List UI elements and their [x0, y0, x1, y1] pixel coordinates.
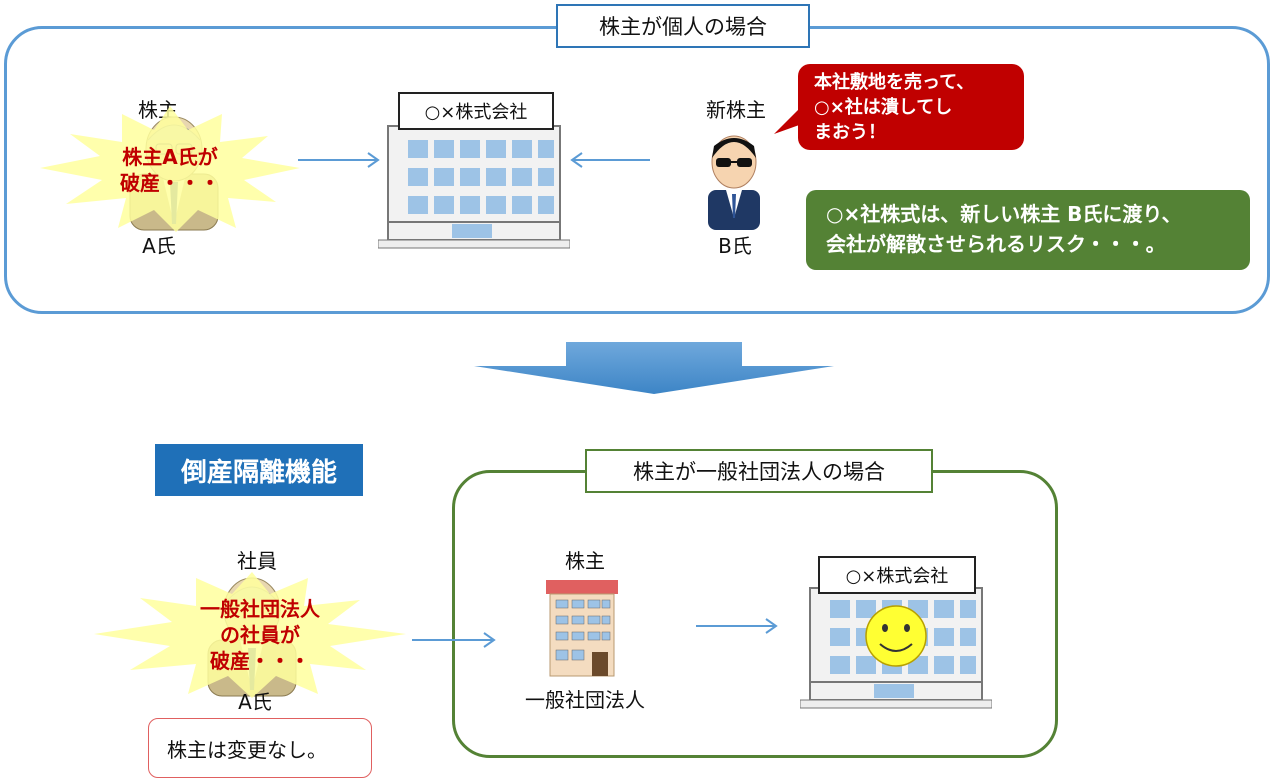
- speech-line-2: ○×社は潰してし: [814, 97, 953, 118]
- speech-tail: [774, 106, 802, 134]
- bankruptcy-burst: [40, 106, 300, 232]
- employee-bankrupt-line-1: 一般社団法人: [200, 597, 320, 621]
- employee-burst-shape: [94, 572, 406, 698]
- employee-bankruptcy-burst: [94, 572, 406, 698]
- risk-note-line-2: 会社が解散させられるリスク・・・。: [826, 232, 1166, 256]
- arrow-right-icon: [298, 152, 380, 168]
- company-name-label: ○×株式会社: [398, 92, 554, 130]
- down-arrow-icon: [474, 342, 834, 394]
- burst-shape: [40, 106, 300, 232]
- employee-bankrupt-line-2: の社員が: [220, 623, 300, 647]
- bankrupt-line-2: 破産・・・: [120, 171, 220, 195]
- speech-line-3: まおう！: [814, 122, 886, 143]
- speech-bubble: 本社敷地を売って、 ○×社は潰してし まおう！: [798, 64, 1024, 150]
- new-shareholder-label: 新株主: [706, 98, 766, 122]
- employee-bankrupt-line-3: 破産・・・: [210, 649, 310, 673]
- arrow-right-icon: [412, 632, 496, 648]
- association-case-title: 株主が一般社団法人の場合: [585, 449, 933, 493]
- association-shareholder-label: 株主: [565, 549, 605, 573]
- risk-note-line-1: ○×社株式は、新しい株主 B氏に渡り、: [826, 202, 1182, 226]
- speech-line-1: 本社敷地を売って、: [814, 72, 975, 93]
- unchanged-note: 株主は変更なし。: [148, 718, 372, 778]
- person-b-label: B氏: [718, 234, 752, 258]
- person-a-label: A氏: [142, 234, 176, 258]
- association-building-icon: [546, 580, 618, 677]
- employee-person-a-label: A氏: [238, 690, 272, 714]
- risk-note: ○×社株式は、新しい株主 B氏に渡り、 会社が解散させられるリスク・・・。: [806, 190, 1250, 270]
- association-label: 一般社団法人: [525, 688, 645, 712]
- person-b-figure: [708, 135, 760, 230]
- company-name-label: ○×株式会社: [818, 556, 976, 594]
- individual-case-title: 株主が個人の場合: [556, 4, 810, 48]
- bankrupt-line-1: 株主A氏が: [122, 145, 218, 169]
- bankruptcy-remoteness-badge: 倒産隔離機能: [155, 444, 363, 496]
- arrow-right-icon: [696, 618, 778, 634]
- employee-label: 社員: [237, 549, 277, 573]
- smiley-face-icon: [865, 605, 927, 667]
- arrow-left-icon: [570, 152, 650, 168]
